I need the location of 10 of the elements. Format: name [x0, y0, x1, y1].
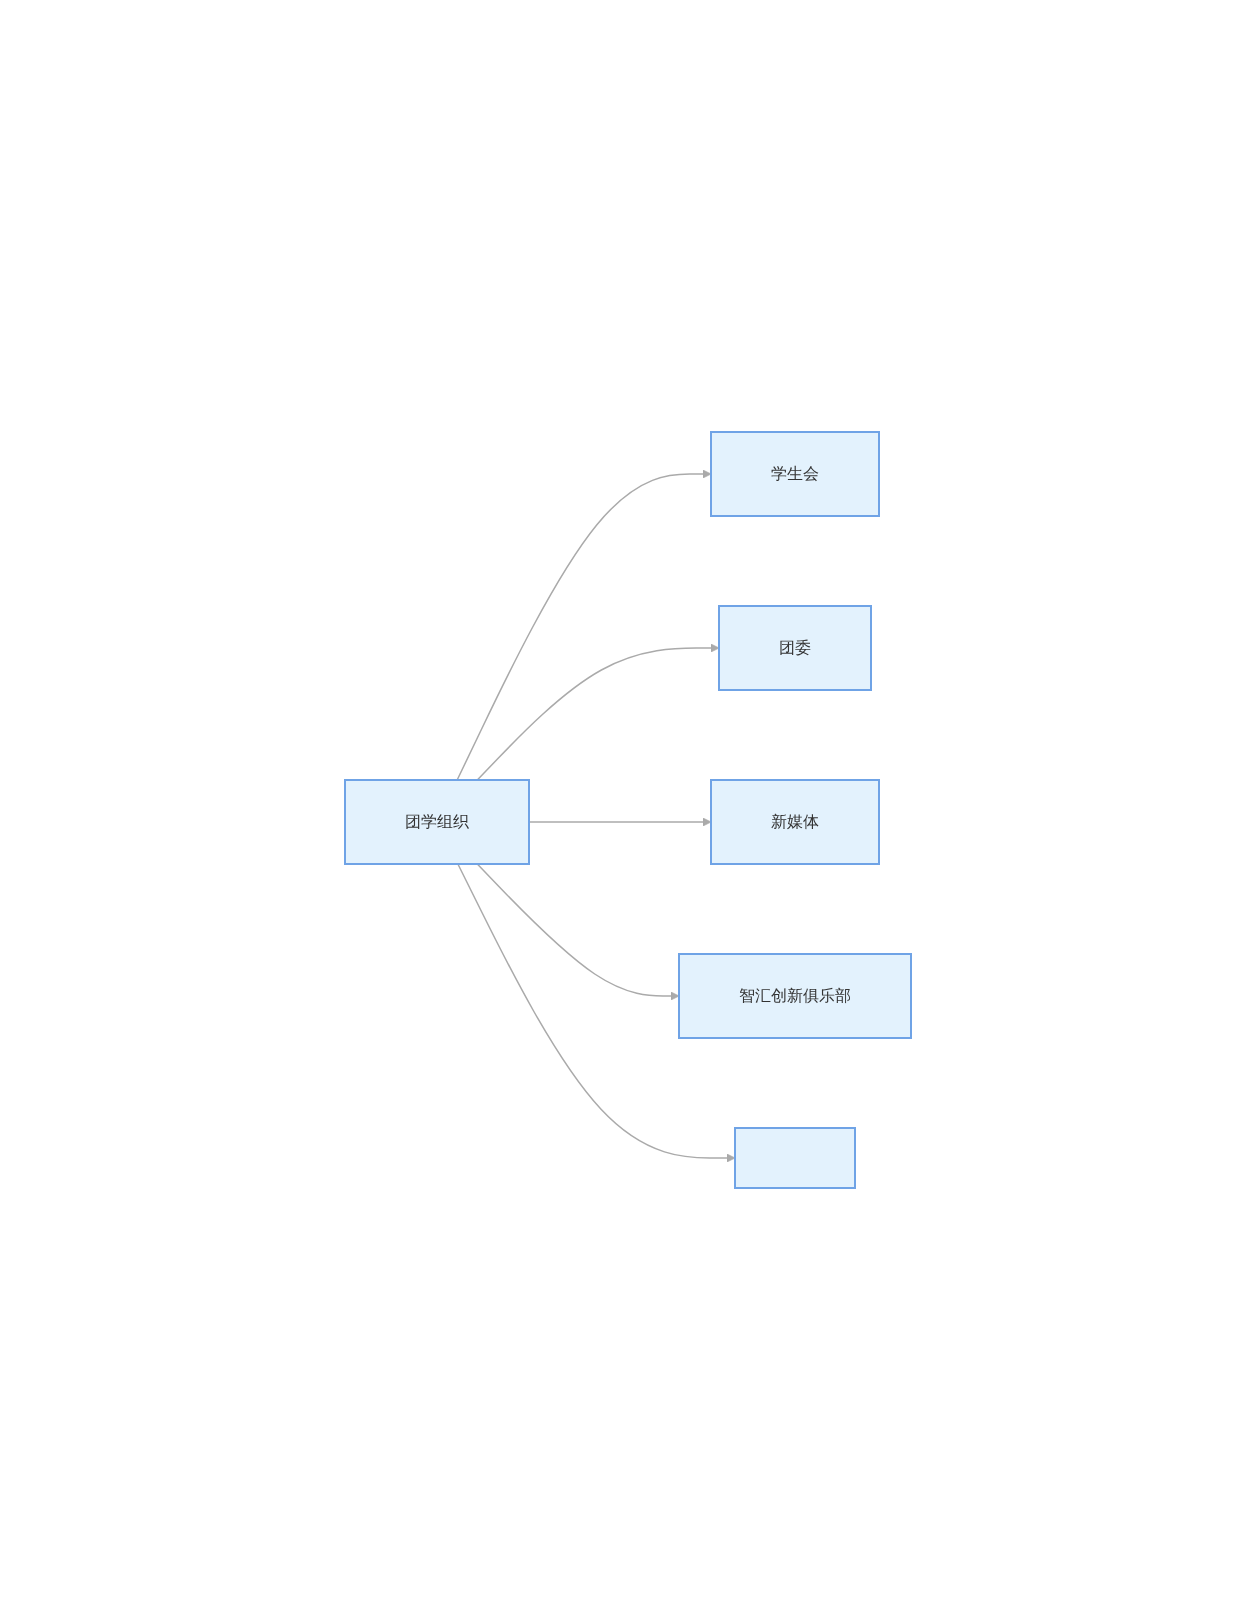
arrow: [476, 643, 720, 781]
node-box: 学生会: [710, 431, 880, 517]
node-box: [734, 1127, 856, 1189]
arrow: [476, 863, 680, 1001]
node-box: 团委: [718, 605, 872, 691]
node-box: 团学组织: [344, 779, 530, 865]
node-box: 新媒体: [710, 779, 880, 865]
node-box: 智汇创新俱乐部: [678, 953, 912, 1039]
arrow: [456, 469, 712, 781]
arrow: [457, 863, 736, 1163]
